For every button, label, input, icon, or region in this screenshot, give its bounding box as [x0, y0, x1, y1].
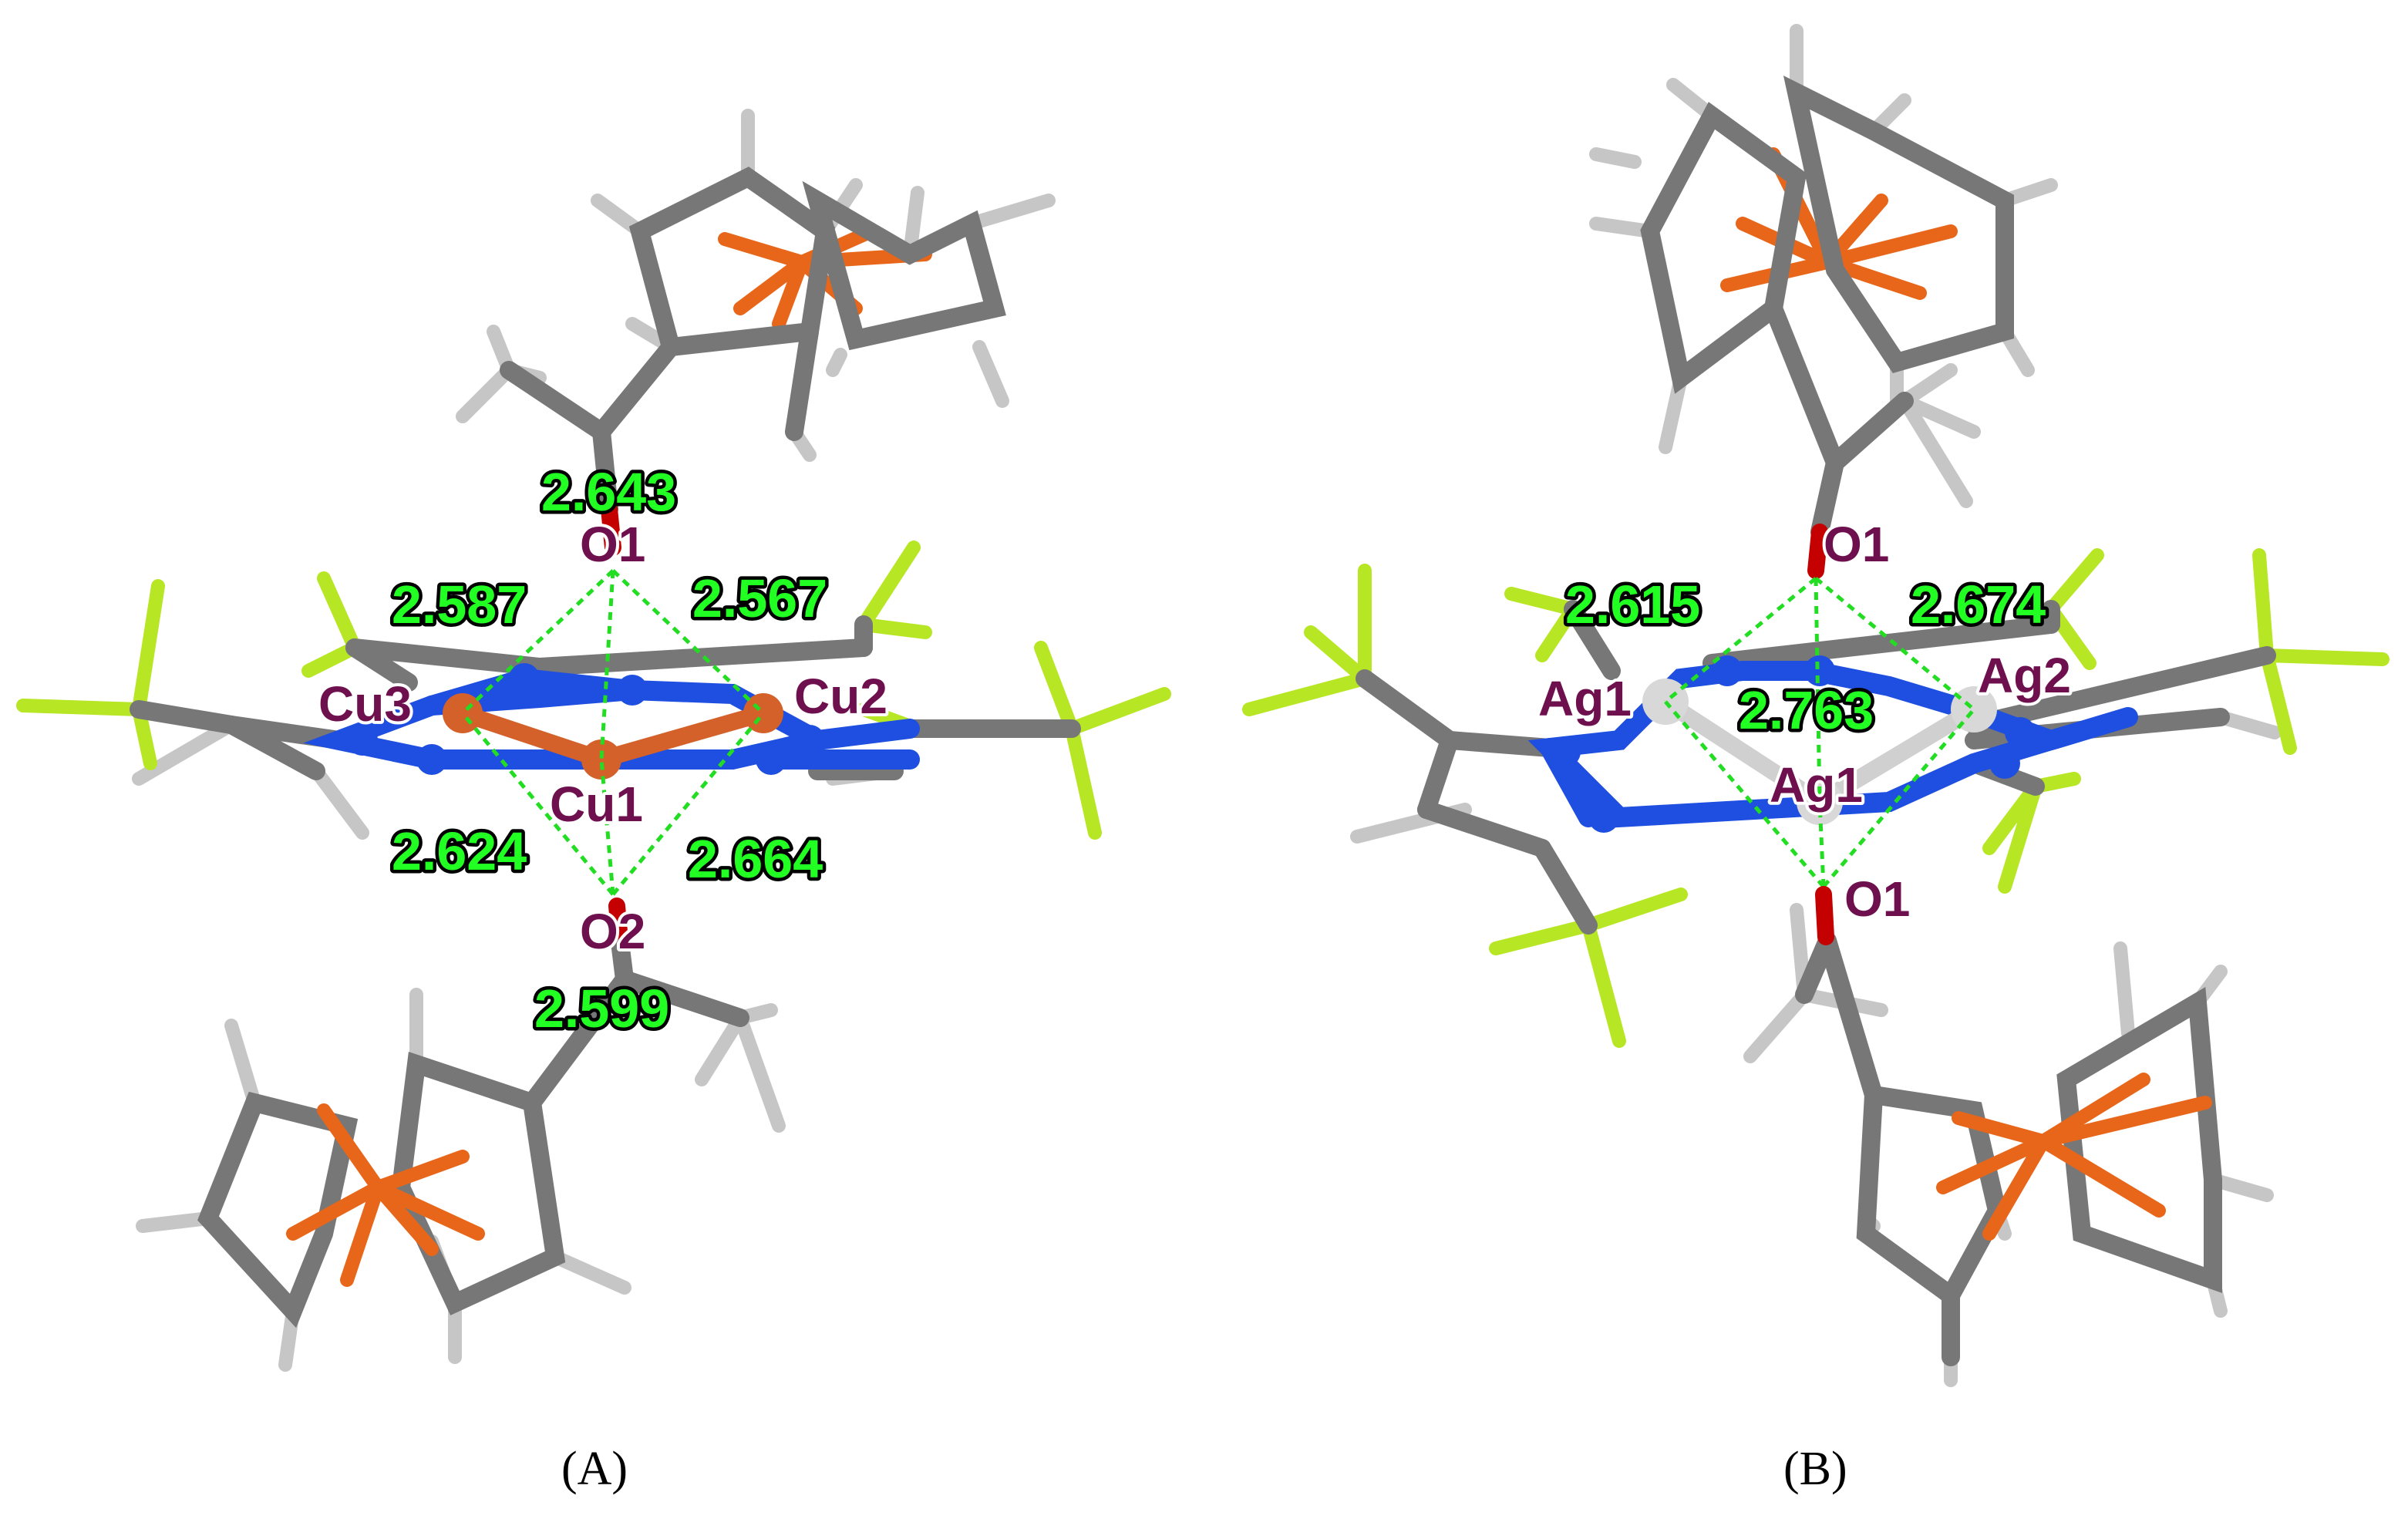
atom-label-o1-bottom-b: O1 [1844, 871, 1910, 927]
panel-b: O1 Ag1 Ag2 Ag1 O1 2.615 2.674 2.763 (B) [1242, 24, 2389, 1495]
distance-label-o1-cu3-a: 2.587 [392, 574, 527, 635]
atom-label-ag1-left-b: Ag1 [1538, 671, 1632, 726]
panel-a: O1 Cu3 Cu2 Cu1 O2 2.643 2.587 2.567 2.62… [16, 109, 1171, 1495]
distance-label-o1-cu2-a: 2.567 [692, 568, 827, 628]
caption-b: (B) [1783, 1443, 1847, 1495]
contacts-b [1664, 577, 1975, 888]
atom-label-o1-top-b: O1 [1824, 517, 1889, 572]
contacts-a [461, 569, 765, 896]
ag2-atom-b [1951, 686, 1997, 733]
distance-label-o2-cu3-a: 2.624 [392, 821, 527, 881]
atom-label-cu2-a: Cu2 [794, 669, 887, 724]
atom-label-cu3-a: Cu3 [318, 676, 412, 732]
distance-label-o1-ag1-b: 2.615 [1565, 574, 1700, 635]
ag3-ring-b [1242, 548, 2389, 1048]
distance-label-o1-top-a: 2.643 [541, 462, 676, 522]
distance-label-o1-ag2-b: 2.674 [1911, 574, 2046, 635]
cu3-ring-a [16, 541, 1171, 840]
distance-label-o1-ag1-center-b: 2.763 [1739, 680, 1874, 740]
ferrocene-bottom-b [1743, 886, 2274, 1387]
ferrocene-top-a [456, 109, 1056, 556]
caption-a: (A) [561, 1443, 628, 1495]
ferrocene-bottom-a [136, 898, 786, 1372]
cu3-atom-a [443, 693, 483, 733]
cu1-atom-a [581, 739, 621, 780]
cu2-atom-a [743, 693, 783, 733]
atom-label-ag2-b: Ag2 [1978, 648, 2071, 703]
atom-label-ag1-center-b: Ag1 [1770, 757, 1863, 813]
atom-label-cu1-a: Cu1 [550, 776, 643, 832]
atom-label-o2-a: O2 [580, 904, 645, 959]
distance-label-o2-cu2-a: 2.664 [688, 829, 823, 889]
atom-label-o1-a: O1 [580, 517, 645, 572]
distance-label-o2-bottom-a: 2.599 [534, 978, 669, 1039]
ferrocene-top-b [1589, 24, 2058, 579]
